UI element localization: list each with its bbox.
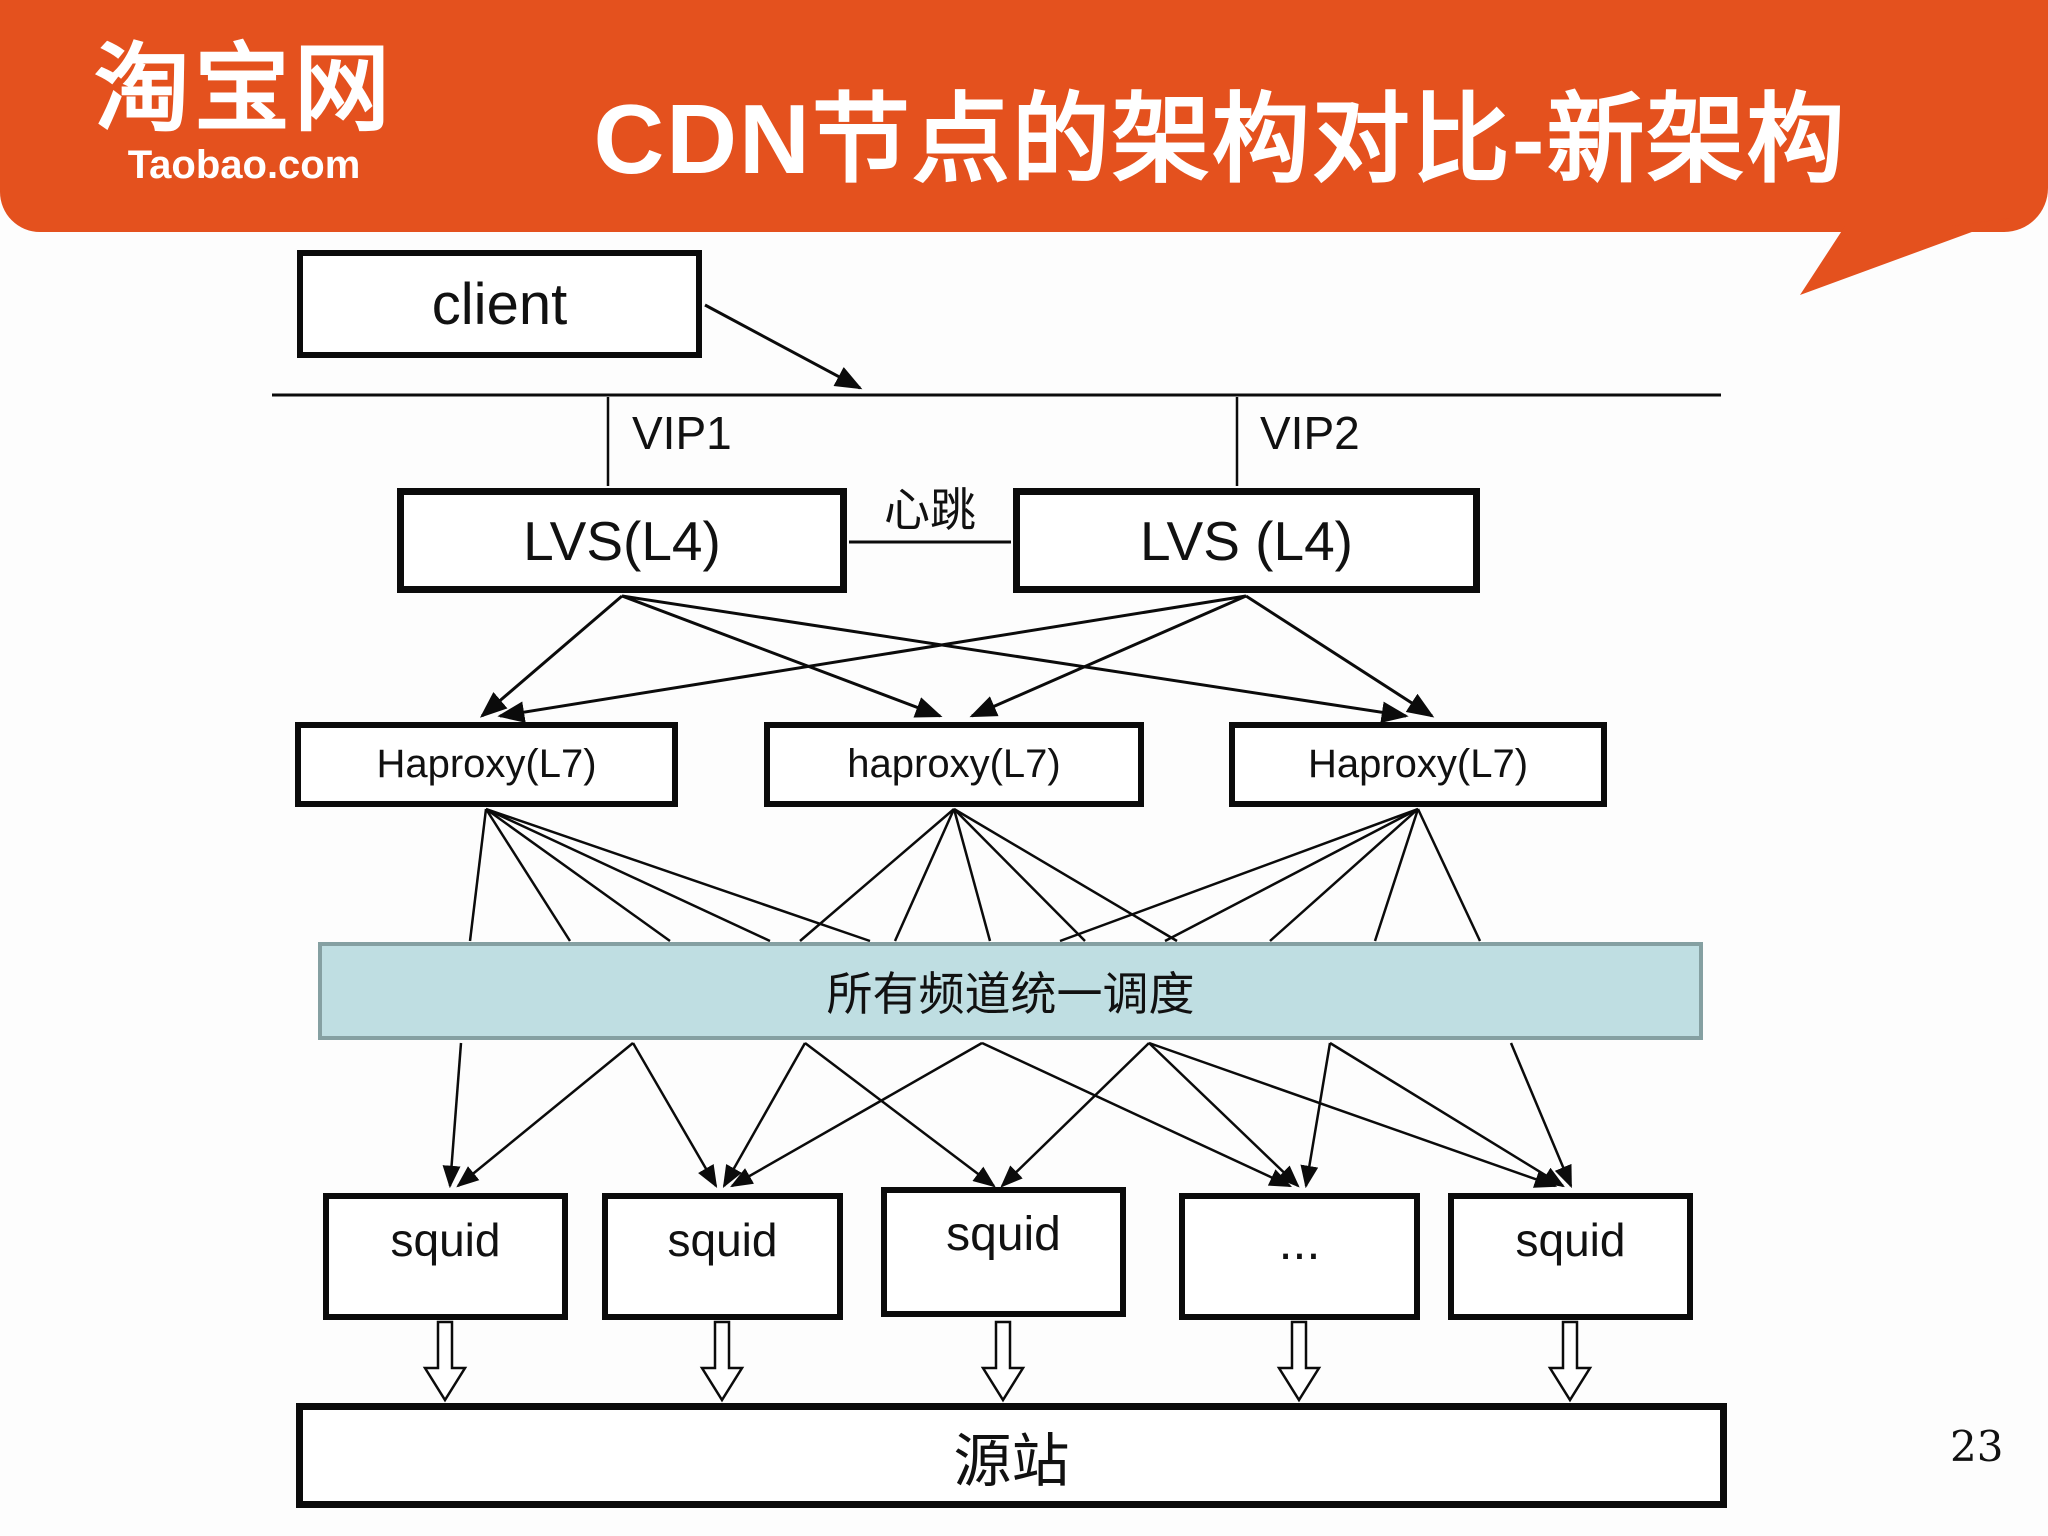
scheduler-to-squid-arrows	[442, 1041, 1573, 1189]
haproxy-node-2: haproxy(L7)	[764, 722, 1144, 807]
origin-label: 源站	[953, 1426, 1070, 1495]
squid-node-5: squid	[1448, 1193, 1693, 1320]
haproxy-label-1: Haproxy(L7)	[376, 742, 597, 786]
squid-node-1: squid	[323, 1193, 568, 1320]
haproxy-to-scheduler-lines	[468, 807, 1482, 943]
vip2-label: VIP2	[1260, 407, 1360, 459]
scheduler-label: 所有频道统一调度	[826, 967, 1195, 1021]
haproxy-label-2: haproxy(L7)	[847, 742, 1061, 786]
squid-label-3: squid	[946, 1208, 1061, 1261]
client-node: client	[297, 250, 702, 358]
squid-label-ellipsis: ...	[1278, 1214, 1321, 1270]
haproxy-node-3: Haproxy(L7)	[1229, 722, 1607, 807]
heartbeat-label: 心跳	[884, 483, 976, 537]
squid-label-5: squid	[1515, 1214, 1626, 1266]
slide-title: CDN节点的架构对比-新架构	[593, 84, 1847, 194]
squid-node-2: squid	[602, 1193, 843, 1320]
client-arrow	[704, 303, 863, 390]
lvs-to-haproxy-arrows	[479, 594, 1435, 723]
lvs-left-node: LVS(L4)	[397, 488, 847, 593]
logo-english: Taobao.com	[127, 142, 361, 187]
haproxy-node-1: Haproxy(L7)	[295, 722, 678, 807]
logo-chinese: 淘宝网	[94, 36, 394, 143]
haproxy-label-3: Haproxy(L7)	[1307, 742, 1529, 786]
squid-label-2: squid	[667, 1214, 778, 1266]
lvs-left-label: LVS(L4)	[523, 509, 721, 572]
squid-node-ellipsis: ...	[1179, 1193, 1420, 1320]
client-label: client	[431, 271, 568, 337]
lvs-right-label: LVS (L4)	[1140, 509, 1353, 572]
squid-to-origin-arrows	[422, 1320, 1593, 1403]
page-number: 23	[1950, 1422, 2004, 1471]
taobao-logo: 淘宝网 Taobao.com	[84, 36, 404, 187]
squid-label-1: squid	[390, 1214, 501, 1266]
header-banner	[0, 0, 2048, 232]
scheduler-bar: 所有频道统一调度	[318, 942, 1703, 1040]
lvs-right-node: LVS (L4)	[1013, 488, 1480, 593]
squid-node-3: squid	[881, 1187, 1126, 1317]
origin-node: 源站	[296, 1403, 1727, 1508]
vip1-label: VIP1	[632, 407, 732, 459]
